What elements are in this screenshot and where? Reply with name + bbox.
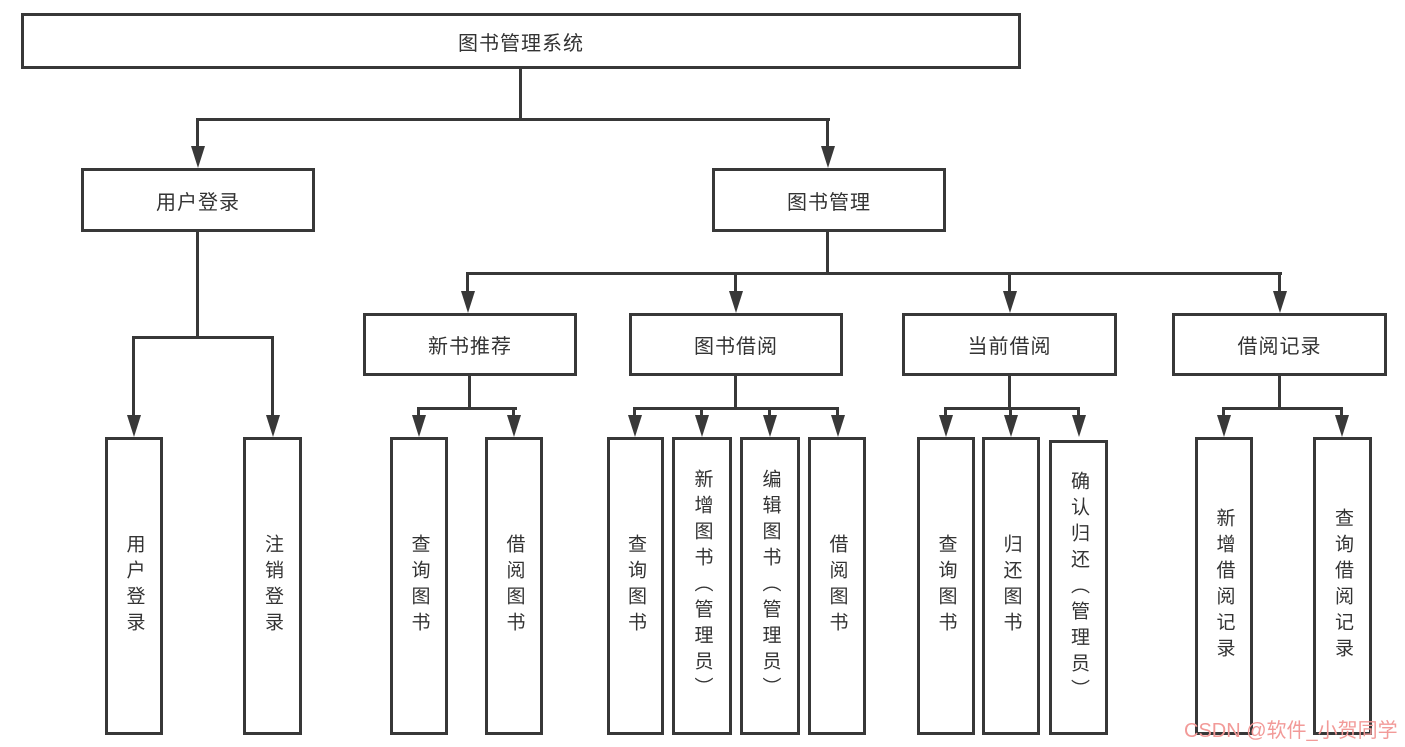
arrowhead-icon: [939, 415, 953, 437]
connector-stem: [768, 407, 771, 419]
connector-to-current-borrow: [1008, 272, 1011, 294]
leaf-add-borrow-record: 新增借阅记录: [1195, 437, 1253, 735]
arrowhead-new-book-icon: [461, 291, 475, 313]
connector-root-to-book-mgmt: [826, 118, 829, 150]
connector-user-login-stub: [196, 232, 199, 339]
leaf-query-borrow-record-label: 查询借阅记录: [1332, 508, 1353, 664]
node-user-login-label: 用户登录: [156, 191, 240, 214]
connector-stem: [1340, 407, 1343, 419]
node-book-mgmt-label: 图书管理: [787, 191, 871, 214]
leaf-borrow-books-1: 借阅图书: [485, 437, 543, 735]
node-current-borrow: 当前借阅: [902, 313, 1117, 376]
node-book-mgmt: 图书管理: [712, 168, 946, 232]
connector-book-borrow-rail: [633, 407, 839, 410]
connector-current-borrow-stub: [1008, 376, 1011, 410]
connector-stem: [1009, 407, 1012, 419]
connector-stem: [633, 407, 636, 419]
connector-stem: [1222, 407, 1225, 419]
leaf-user-login-label: 用户登录: [123, 534, 145, 638]
leaf-return-books: 归还图书: [982, 437, 1040, 735]
node-root-label: 图书管理系统: [458, 32, 584, 55]
leaf-edit-book-admin: 编辑图书（管理员）: [740, 437, 800, 735]
arrowhead-icon: [412, 415, 426, 437]
leaf-confirm-return-admin: 确认归还（管理员）: [1049, 440, 1108, 735]
leaf-query-borrow-record: 查询借阅记录: [1313, 437, 1372, 735]
connector-to-leaf-login: [132, 336, 135, 417]
arrowhead-icon: [1004, 415, 1018, 437]
connector-current-borrow-rail: [944, 407, 1080, 410]
connector-stem: [1077, 407, 1080, 419]
leaf-add-book-admin: 新增图书（管理员）: [672, 437, 732, 735]
arrowhead-current-borrow-icon: [1003, 291, 1017, 313]
connector-stem: [700, 407, 703, 419]
node-current-borrow-label: 当前借阅: [967, 336, 1052, 358]
leaf-confirm-return-admin-label: 确认归还（管理员）: [1068, 470, 1089, 705]
connector-stem: [512, 407, 515, 419]
arrowhead-icon: [507, 415, 521, 437]
leaf-query-books-3-label: 查询图书: [935, 534, 957, 638]
node-book-borrow-label: 图书借阅: [694, 336, 778, 358]
arrowhead-icon: [1335, 415, 1349, 437]
arrowhead-icon: [763, 415, 777, 437]
leaf-logout-label: 注销登录: [262, 534, 283, 638]
arrowhead-icon: [831, 415, 845, 437]
arrowhead-icon: [1217, 415, 1231, 437]
arrowhead-leaf-login-icon: [127, 415, 141, 437]
arrowhead-icon: [695, 415, 709, 437]
arrowhead-book-borrow-icon: [729, 291, 743, 313]
arrowhead-icon: [1072, 415, 1086, 437]
connector-root-rail: [197, 118, 830, 121]
connector-book-mgmt-stub: [826, 232, 829, 275]
connector-to-leaf-logout: [271, 336, 274, 417]
connector-root-stub: [519, 69, 522, 118]
connector-borrow-record-rail: [1222, 407, 1343, 410]
node-borrow-record: 借阅记录: [1172, 313, 1387, 376]
node-root: 图书管理系统: [21, 13, 1021, 69]
leaf-add-book-admin-label: 新增图书（管理员）: [691, 469, 713, 703]
connector-user-login-rail: [132, 336, 274, 339]
leaf-query-books-2: 查询图书: [607, 437, 664, 735]
node-book-borrow: 图书借阅: [629, 313, 843, 376]
leaf-logout: 注销登录: [243, 437, 302, 735]
node-user-login: 用户登录: [81, 168, 315, 232]
connector-stem: [836, 407, 839, 419]
leaf-edit-book-admin-label: 编辑图书（管理员）: [759, 469, 781, 703]
node-new-book-rec-label: 新书推荐: [428, 336, 512, 358]
leaf-add-borrow-record-label: 新增借阅记录: [1213, 508, 1235, 664]
leaf-borrow-books-1-label: 借阅图书: [503, 534, 525, 638]
leaf-user-login: 用户登录: [105, 437, 163, 735]
connector-to-book-borrow: [734, 272, 737, 294]
arrowhead-book-mgmt-icon: [821, 146, 835, 168]
leaf-borrow-books-2-label: 借阅图书: [826, 534, 848, 638]
node-borrow-record-label: 借阅记录: [1237, 336, 1322, 358]
connector-new-book-rail: [417, 407, 517, 410]
connector-root-to-user-login: [196, 118, 199, 150]
leaf-query-books-1-label: 查询图书: [408, 534, 430, 638]
arrowhead-borrow-record-icon: [1273, 291, 1287, 313]
connector-book-mgmt-rail: [466, 272, 1282, 275]
node-new-book-rec: 新书推荐: [363, 313, 577, 376]
connector-stem: [417, 407, 420, 419]
connector-book-borrow-stub: [734, 376, 737, 410]
leaf-return-books-label: 归还图书: [1000, 534, 1022, 638]
leaf-query-books-2-label: 查询图书: [625, 534, 646, 638]
csdn-watermark: CSDN @软件_小贺同学: [1184, 720, 1398, 742]
leaf-query-books-3: 查询图书: [917, 437, 975, 735]
connector-to-borrow-record: [1278, 272, 1281, 294]
arrowhead-leaf-logout-icon: [266, 415, 280, 437]
leaf-borrow-books-2: 借阅图书: [808, 437, 866, 735]
arrowhead-user-login-icon: [191, 146, 205, 168]
connector-new-book-stub: [468, 376, 471, 410]
connector-borrow-record-stub: [1278, 376, 1281, 410]
connector-stem: [944, 407, 947, 419]
arrowhead-icon: [628, 415, 642, 437]
connector-to-new-book: [466, 272, 469, 294]
leaf-query-books-1: 查询图书: [390, 437, 448, 735]
